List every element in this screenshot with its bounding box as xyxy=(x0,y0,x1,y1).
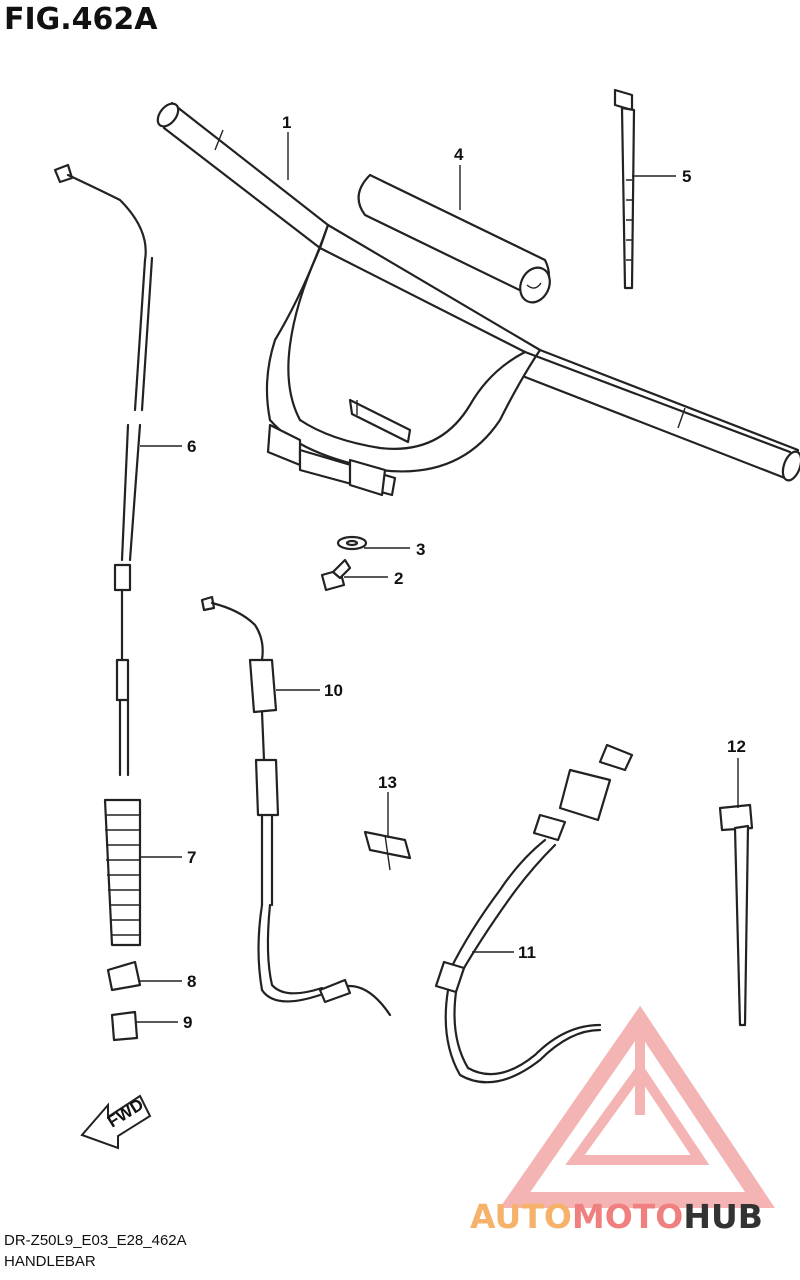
part-1-handlebar xyxy=(156,101,800,497)
part-6-clutch-cable xyxy=(53,163,154,777)
part-4-pad xyxy=(357,173,551,304)
group-name: HANDLEBAR xyxy=(4,1253,96,1270)
callout-labels: 1 2 3 4 5 6 7 8 9 10 11 12 13 xyxy=(183,113,746,1032)
part-2-bolt xyxy=(320,558,352,592)
fwd-arrow-icon: FWD xyxy=(80,1094,152,1150)
callout-4: 4 xyxy=(454,145,464,164)
callout-11: 11 xyxy=(518,943,536,962)
watermark-part-1: AUTO xyxy=(470,1197,572,1236)
callout-6: 6 xyxy=(187,437,196,456)
figure-title: FIG.462A xyxy=(4,2,158,37)
part-7-boot xyxy=(103,798,142,947)
callout-12: 12 xyxy=(727,737,746,756)
part-10-throttle-cable xyxy=(200,595,392,1017)
watermark-part-3: HUB xyxy=(683,1197,763,1236)
callout-7: 7 xyxy=(187,848,196,867)
part-9-nut xyxy=(110,1010,139,1042)
part-5-tie xyxy=(613,88,636,290)
callout-1: 1 xyxy=(282,113,291,132)
watermark-text: AUTOMOTOHUB xyxy=(470,1197,763,1236)
callout-3: 3 xyxy=(416,540,425,559)
callout-5: 5 xyxy=(682,167,691,186)
callout-2: 2 xyxy=(394,569,403,588)
part-13-clamp xyxy=(363,830,412,871)
leader-lines xyxy=(136,132,739,1023)
part-12-tie xyxy=(718,803,754,1027)
callout-8: 8 xyxy=(187,972,196,991)
watermark-part-2: MOTO xyxy=(572,1197,683,1236)
model-code: DR-Z50L9_E03_E28_462A xyxy=(4,1232,187,1249)
callout-9: 9 xyxy=(183,1013,192,1032)
callout-10: 10 xyxy=(324,681,343,700)
part-3-washer xyxy=(336,535,368,551)
watermark-logo xyxy=(499,1005,775,1208)
callout-13: 13 xyxy=(378,773,397,792)
part-11-choke-cable xyxy=(434,743,634,1084)
part-8-cap xyxy=(106,960,142,992)
